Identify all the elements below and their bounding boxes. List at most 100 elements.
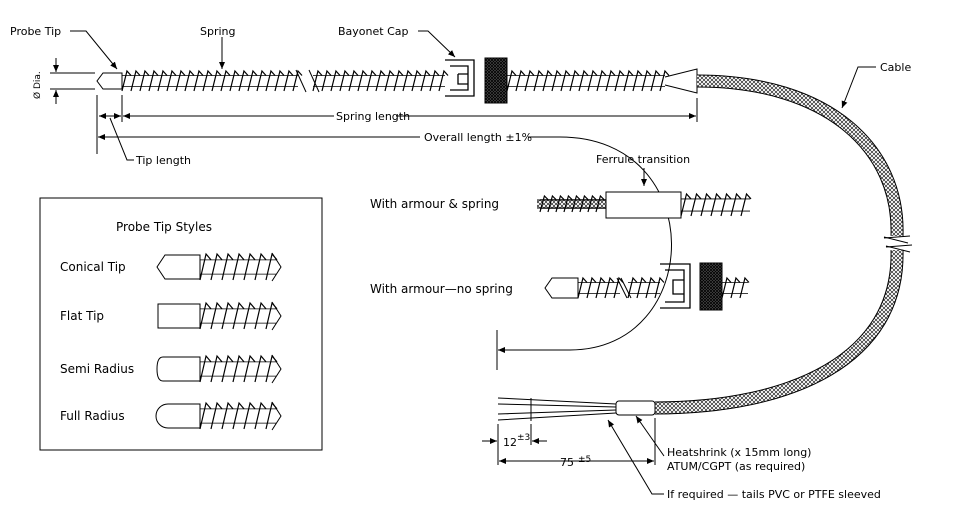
ferrule	[605, 191, 682, 219]
bayonet-cap-label: Bayonet Cap	[338, 25, 408, 38]
spring-coil	[627, 276, 638, 299]
spring-coil	[366, 69, 377, 92]
spring-coil	[312, 69, 323, 92]
spring-coil	[243, 301, 256, 330]
spring-coil	[438, 69, 449, 92]
spring-body	[628, 282, 660, 294]
break-mark	[271, 401, 282, 431]
tip-style-label-conical: Conical Tip	[60, 260, 126, 274]
tip-style-label-semi: Semi Radius	[60, 362, 134, 376]
spring-coil	[555, 194, 565, 213]
break-mark	[271, 301, 282, 331]
bayonet-cap	[484, 57, 508, 104]
spring-coil	[202, 69, 213, 92]
spring-coil	[710, 192, 722, 217]
cable-lower	[654, 249, 904, 415]
spring-coil	[650, 69, 661, 92]
spring-coil	[232, 252, 245, 281]
spring-coil	[539, 194, 549, 213]
spring-coil	[357, 69, 368, 92]
spring-coil	[243, 252, 256, 281]
bayonet-clip	[445, 59, 475, 97]
armoured-cable	[497, 74, 913, 421]
spring-coil	[420, 69, 431, 92]
spring-coil	[221, 301, 234, 330]
tip-length-leader	[109, 117, 134, 161]
break-mark	[271, 252, 282, 282]
spring-body	[578, 282, 620, 294]
spring-coil	[578, 69, 589, 92]
tip-style-flat	[157, 301, 282, 331]
spring-coil	[121, 69, 132, 92]
spring-body	[681, 198, 750, 212]
spring-coil	[563, 194, 573, 213]
spring-coil	[199, 401, 212, 430]
spring-coil	[375, 69, 386, 92]
spring-coil	[193, 69, 204, 92]
spring-coil	[254, 354, 267, 383]
heatshrink-sleeve	[615, 400, 656, 416]
spring-coil	[157, 69, 168, 92]
spring-coil	[321, 69, 332, 92]
spring-coil	[210, 354, 223, 383]
tail-dimensions: 12 ±3 75 ±5	[482, 418, 656, 469]
spring-coil	[613, 276, 624, 299]
spring-coil	[700, 192, 712, 217]
spring-coil	[429, 69, 440, 92]
spring-coil	[184, 69, 195, 92]
strip-length-value: 75	[560, 456, 574, 469]
main-probe-tip	[96, 72, 123, 90]
spring-coil	[654, 276, 665, 299]
spring-coil	[659, 69, 670, 92]
variant-bayonet-cap	[699, 262, 723, 311]
spring-coil	[166, 69, 177, 92]
ferrule-transition-label: Ferrule transition	[596, 153, 690, 166]
variant-nospring-spring-left	[577, 276, 624, 299]
spring-coil	[730, 276, 741, 299]
cable-label: Cable	[880, 61, 911, 74]
spring-coil	[411, 69, 422, 92]
spring-coil	[265, 69, 276, 92]
variant-nospring-spring-right	[721, 276, 750, 299]
spring-coil	[254, 301, 267, 330]
spring-coil	[690, 192, 702, 217]
spring-coil	[524, 69, 535, 92]
heatshrink-label: Heatshrink (x 15mm long)	[667, 446, 811, 459]
spring-coil	[547, 194, 557, 213]
spring-coil	[175, 69, 186, 92]
diameter-dimension: Ø Dia.	[32, 58, 95, 104]
spring-coil	[595, 194, 605, 213]
spring-coil	[211, 69, 222, 92]
spring-coil	[730, 192, 742, 217]
spring-coil	[595, 276, 606, 299]
spring-coil	[740, 192, 752, 217]
armour-no-spring-variant	[544, 262, 750, 311]
spring-break-left	[295, 69, 307, 93]
spring-coil	[680, 192, 692, 217]
spring-coil	[587, 69, 598, 92]
spring-coil	[210, 401, 223, 430]
spring-coil	[587, 194, 597, 213]
cable-tails	[497, 397, 617, 421]
spring-coil	[604, 276, 615, 299]
spring-coil	[739, 276, 750, 299]
diameter-label: Ø Dia.	[32, 71, 43, 99]
spring-coil	[221, 354, 234, 383]
tip-length-label: Tip length	[135, 154, 191, 167]
cable-cone	[664, 68, 698, 94]
spring-coil	[254, 252, 267, 281]
spring-coil	[254, 401, 267, 430]
spring-coil	[596, 69, 607, 92]
strip-length-tolerance: ±5	[578, 455, 591, 465]
spring-coil	[210, 252, 223, 281]
spring-coil	[515, 69, 526, 92]
armour-no-spring-label: With armour—no spring	[370, 282, 513, 296]
spring-length-label: Spring length	[336, 110, 410, 123]
spring-coil	[586, 276, 597, 299]
spring-coil	[243, 354, 256, 383]
tip-styles-title: Probe Tip Styles	[116, 220, 212, 234]
tip-style-label-flat: Flat Tip	[60, 309, 104, 323]
spring-coil	[232, 301, 245, 330]
spring-coil	[348, 69, 359, 92]
